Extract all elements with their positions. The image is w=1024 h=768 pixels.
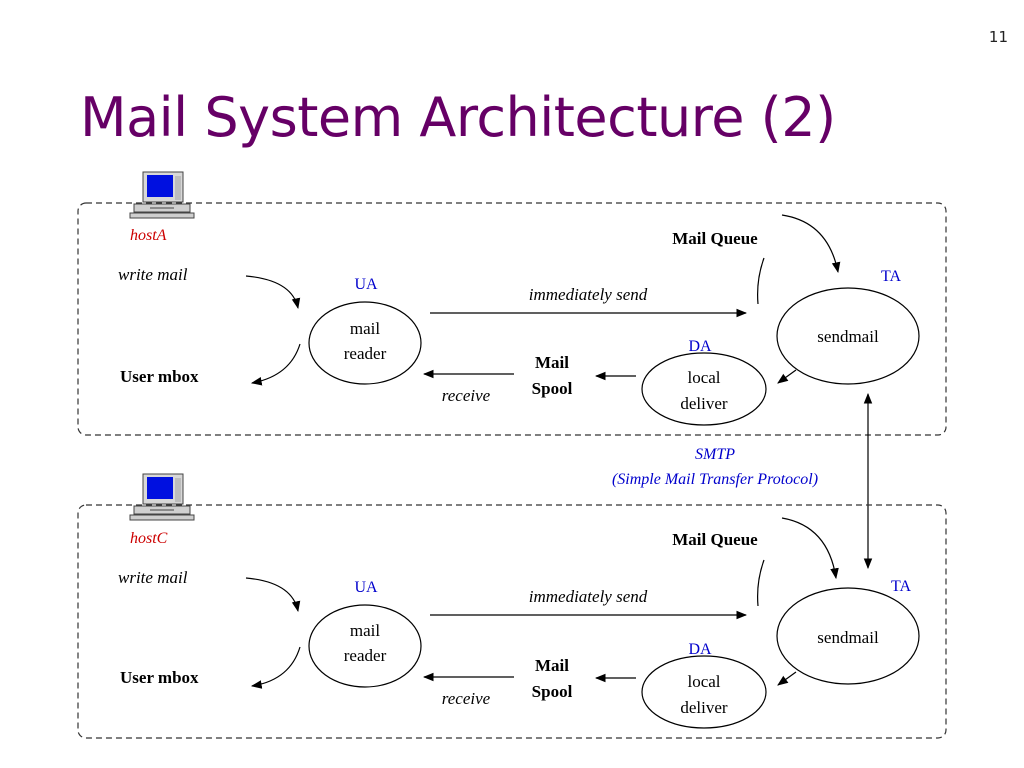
immediately-send-label: immediately send: [529, 587, 648, 606]
smtp-full-name: (Simple Mail Transfer Protocol): [612, 471, 818, 488]
da-text-line2: deliver: [680, 698, 728, 717]
write-mail-arrow: [245, 577, 301, 613]
ua-label: UA: [354, 276, 378, 293]
mail-queue-label: Mail Queue: [672, 229, 758, 248]
ua-text-line1: mail: [350, 621, 380, 640]
immediately-send-label: immediately send: [529, 285, 648, 304]
da-text-line1: local: [687, 672, 720, 691]
mail-spool-line1: Mail: [535, 353, 569, 372]
receive-label: receive: [442, 689, 491, 708]
da-local-deliver-node: [641, 352, 767, 426]
da-label: DA: [688, 641, 712, 658]
mail-spool-line1: Mail: [535, 656, 569, 675]
ta-to-da-arrow: [777, 671, 797, 686]
ta-to-da-arrow: [777, 369, 797, 384]
mail-queue-label: Mail Queue: [672, 530, 758, 549]
mail-spool-line2: Spool: [532, 379, 573, 398]
ua-text-line2: reader: [344, 646, 387, 665]
host-boundary: [77, 504, 947, 739]
receive-label: receive: [442, 386, 491, 405]
page-number: 11: [988, 28, 1008, 46]
ta-sendmail-node: [776, 587, 920, 685]
ta-text: sendmail: [817, 327, 879, 346]
slide-title: Mail System Architecture (2): [80, 86, 836, 149]
ua-mail-reader-node: [308, 301, 422, 385]
smtp-label: SMTP: [695, 446, 735, 463]
da-text-line2: deliver: [680, 394, 728, 413]
computer-icon: [129, 171, 195, 219]
ua-mail-reader-node: [308, 604, 422, 688]
ua-text-line1: mail: [350, 319, 380, 338]
mail-queue-bracket: [757, 559, 765, 607]
da-local-deliver-node: [641, 655, 767, 729]
user-mbox-arrow: [250, 343, 301, 386]
mail-queue-bracket: [757, 257, 765, 305]
mail-spool-line2: Spool: [532, 682, 573, 701]
host-panel-hostC: hostC write mail UA mail reader User mbo…: [77, 473, 947, 739]
user-mbox-label: User mbox: [120, 367, 199, 386]
ta-sendmail-node: [776, 287, 920, 385]
user-mbox-label: User mbox: [120, 668, 199, 687]
write-mail-label: write mail: [118, 265, 188, 284]
host-panel-hostA: hostA write mail UA mail reader User mbo…: [77, 171, 947, 436]
da-text-line1: local: [687, 368, 720, 387]
computer-icon: [129, 473, 195, 521]
write-mail-arrow: [245, 275, 301, 310]
smtp-link: SMTP (Simple Mail Transfer Protocol): [612, 392, 873, 570]
da-label: DA: [688, 338, 712, 355]
host-name: hostA: [130, 227, 167, 244]
ta-label: TA: [881, 268, 901, 285]
mail-queue-arrow: [781, 517, 839, 580]
ua-text-line2: reader: [344, 344, 387, 363]
mail-queue-arrow: [781, 214, 841, 274]
host-boundary: [77, 202, 947, 436]
write-mail-label: write mail: [118, 568, 188, 587]
ta-label: TA: [891, 578, 911, 595]
host-name: hostC: [130, 530, 168, 547]
user-mbox-arrow: [250, 646, 301, 689]
ua-label: UA: [354, 579, 378, 596]
ta-text: sendmail: [817, 628, 879, 647]
